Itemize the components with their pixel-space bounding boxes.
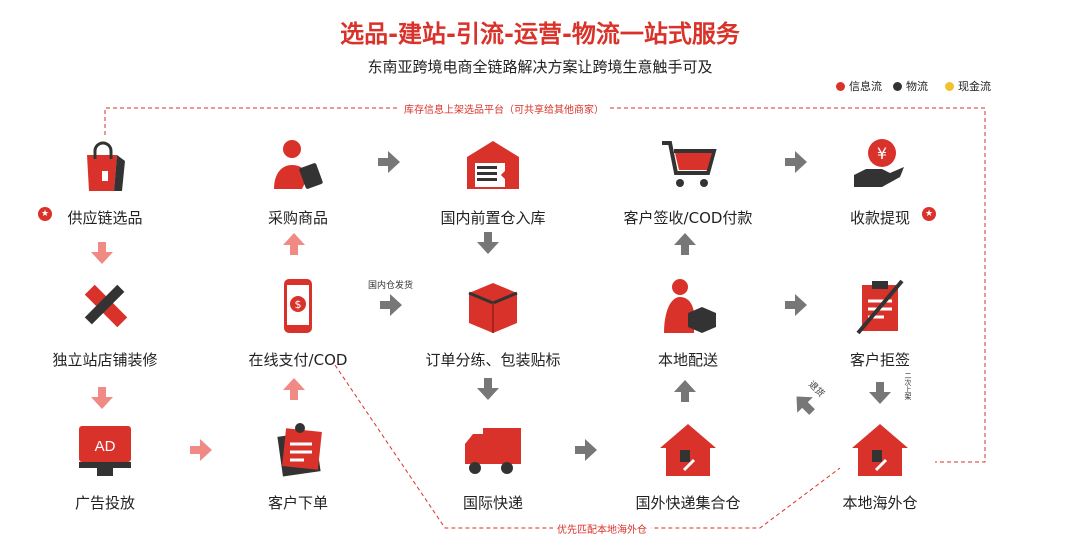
arrow-right-gray (575, 439, 597, 461)
node-purchase: 采购商品 (208, 135, 388, 228)
arrow-right-red (190, 439, 212, 461)
rejected-clipboard-icon (856, 279, 904, 335)
arrow-up-gray (674, 380, 696, 402)
legend-logistics: 物流 (893, 78, 928, 94)
arrow-down-gray (869, 382, 891, 404)
order-note-icon (277, 423, 322, 477)
node-online-payment: $ 在线支付/COD (208, 277, 388, 370)
svg-text:¥: ¥ (877, 144, 887, 163)
node-customer-sign-cod: 客户签收/COD付款 (598, 135, 778, 228)
arrow-up-red (283, 233, 305, 255)
node-order-packing: 订单分练、包装贴标 (403, 277, 583, 370)
arrow-right-gray (378, 151, 400, 173)
courier-icon (664, 279, 716, 333)
node-store-design: 独立站店铺装修 (15, 277, 195, 370)
node-domestic-warehouse: 国内前置仓入库 (403, 135, 583, 228)
top-loop-label: 库存信息上架选品平台（可共享给其他商家） (400, 101, 608, 116)
bottom-loop-label: 优先匹配本地海外仓 (553, 521, 651, 536)
node-international-express: 国际快递 (403, 420, 583, 513)
arrow-down-gray (477, 378, 499, 400)
legend-cash-flow: 现金流 (945, 78, 991, 94)
arrow-down-red (91, 387, 113, 409)
svg-text:AD: AD (95, 438, 116, 455)
ad-monitor-icon: AD (79, 426, 131, 476)
page-title: 选品-建站-引流-运营-物流一站式服务 (340, 20, 740, 48)
arrow-up-gray (674, 233, 696, 255)
delivery-truck-icon (465, 428, 521, 474)
shopping-bag-icon (87, 141, 125, 191)
node-withdraw: ¥ 收款提现 (790, 135, 970, 228)
arrow-down-gray (477, 232, 499, 254)
star-badge-icon: ★ (922, 207, 936, 221)
shopping-cart-icon (662, 141, 717, 187)
node-advertising: AD 广告投放 (15, 420, 195, 513)
arrow-right-gray (785, 294, 807, 316)
ruler-pencil-icon (84, 284, 128, 328)
arrow-right-gray (785, 151, 807, 173)
arrow-right-gray (380, 294, 402, 316)
relist-note: 二次上架 (904, 372, 912, 400)
domestic-ship-note: 国内仓发货 (368, 281, 414, 291)
arrow-down-red (91, 242, 113, 264)
house-warehouse-icon (852, 424, 908, 476)
node-supply-chain-selection: 供应链选品 (15, 135, 195, 228)
node-local-overseas-warehouse: 本地海外仓 (790, 420, 970, 513)
warehouse-icon (467, 141, 519, 189)
package-box-icon (468, 283, 518, 333)
purchaser-icon (274, 140, 323, 189)
mobile-payment-icon: $ (284, 279, 312, 333)
money-hand-icon: ¥ (854, 139, 904, 187)
svg-text:$: $ (295, 298, 302, 311)
node-customer-reject: 客户拒签 (790, 277, 970, 370)
node-overseas-consolidation: 国外快递集合仓 (598, 420, 778, 513)
node-customer-order: 客户下单 (208, 420, 388, 513)
star-badge-icon: ★ (38, 207, 52, 221)
legend-info-flow: 信息流 (836, 78, 882, 94)
page-subtitle: 东南亚跨境电商全链路解决方案让跨境生意触手可及 (367, 58, 713, 76)
arrow-up-red (283, 378, 305, 400)
node-local-delivery: 本地配送 (598, 277, 778, 370)
house-warehouse-icon (660, 424, 716, 476)
